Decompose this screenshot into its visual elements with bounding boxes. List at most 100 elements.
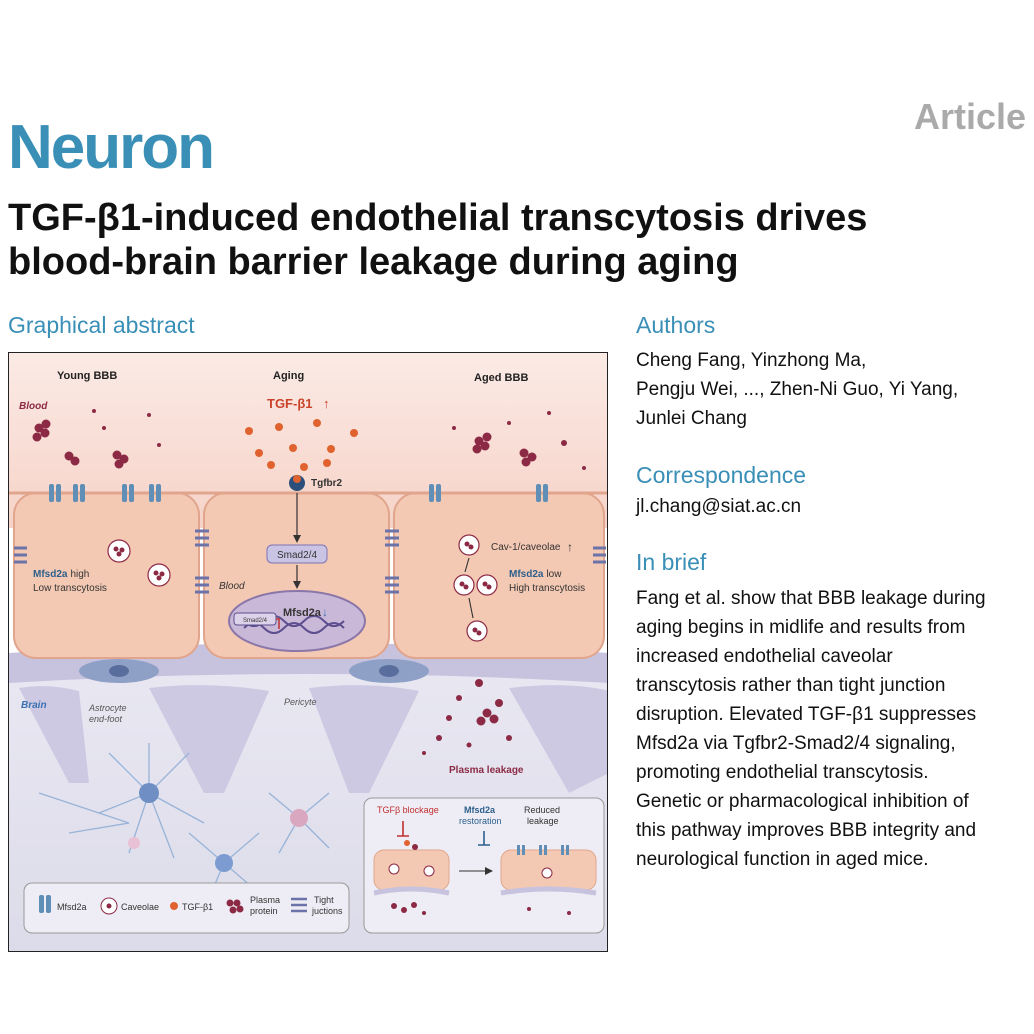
plasma-proteins-leaked	[422, 679, 512, 755]
plasma-proteins-blood	[32, 409, 586, 470]
legend-mfsd2a-icon	[39, 895, 44, 913]
legend-caveolae: Caveolae	[121, 902, 159, 912]
journal-logo: Neuron	[8, 113, 215, 182]
inset-reduced-1: Reduced	[524, 805, 560, 815]
authors-line-2: Pengju Wei, ..., Zhen-Ni Guo, Yi Yang,	[636, 379, 959, 400]
in-brief-line: Genetic or pharmacological inhibition of	[636, 791, 969, 812]
inset-tgfb-blockage: TGFβ blockage	[377, 805, 439, 815]
inset-tgf-particle	[404, 840, 410, 846]
authors-line-1: Cheng Fang, Yinzhong Ma,	[636, 350, 867, 371]
graphical-abstract-figure: Smad2/4 Mfsd2a ↓ Smad2/4 Tgfbr2	[9, 353, 607, 951]
nucleus	[228, 590, 366, 652]
legend-mfsd2a-icon-2	[46, 895, 51, 913]
caveolae-cargo	[113, 541, 492, 636]
smad-small-label: Smad2/4	[243, 618, 268, 624]
in-brief-line: aging begins in midlife and results from	[636, 617, 966, 638]
legend-tight-2: juctions	[311, 906, 343, 916]
in-brief-line: increased endothelial caveolar	[636, 646, 893, 667]
legend-panel	[23, 882, 350, 934]
low-transcytosis-label: Low transcytosis	[33, 583, 107, 594]
in-brief-line: disruption. Elevated TGF-β1 suppresses	[636, 704, 977, 725]
in-brief-line: neurological function in aged mice.	[636, 849, 929, 870]
inset-vesicle-1	[388, 863, 400, 875]
astrocyte-soma-1	[139, 783, 159, 803]
smad-label: Smad2/4	[277, 550, 317, 561]
inset-block-symbol-1	[397, 821, 409, 837]
title-line-1: TGF-β1-induced endothelial transcytosis …	[8, 197, 868, 239]
cav1-up-arrow: ↑	[567, 540, 573, 554]
mfsd2a-nucleus-label: Mfsd2a	[283, 607, 322, 619]
cav1-label: Cav-1/caveolae	[491, 542, 561, 553]
article-type-label: Article	[913, 96, 1026, 137]
inset-basement-1	[373, 886, 450, 896]
dna-helix	[243, 622, 345, 634]
correspondence-email[interactable]: jl.chang@siat.ac.cn	[636, 496, 802, 517]
transcytosis-arrows	[464, 557, 474, 619]
astrocyte-endfoot-4	[509, 685, 607, 793]
tgfb1-particles	[245, 419, 358, 471]
brain-label: Brain	[21, 700, 47, 711]
title-line-2: blood-brain barrier leakage during aging	[8, 241, 739, 283]
legend-tgfb1-icon	[170, 902, 178, 910]
inset-plasma-particle	[412, 844, 418, 850]
repression-mark	[276, 618, 280, 629]
mfsd2a-transporters	[49, 484, 548, 502]
pericyte-right-nucleus	[379, 665, 399, 677]
signal-arrowhead-1	[293, 535, 301, 543]
in-brief-line: Fang et al. show that BBB leakage during	[636, 588, 986, 609]
high-transcytosis-label: High transcytosis	[509, 583, 585, 594]
legend-plasma-1: Plasma	[250, 895, 280, 905]
graphical-abstract-heading: Graphical abstract	[8, 312, 195, 338]
col-young-label: Young BBB	[57, 370, 117, 382]
legend-plasma-2: protein	[250, 906, 278, 916]
inset-reduced-2: leakage	[527, 816, 559, 826]
in-brief-line: Mfsd2a via Tgfbr2-Smad2/4 signaling,	[636, 733, 956, 754]
in-brief-line: this pathway improves BBB integrity and	[636, 820, 977, 841]
in-brief-heading: In brief	[636, 549, 707, 575]
legend-tight-1: Tight	[314, 895, 334, 905]
inset-mfsd2a: Mfsd2a	[464, 805, 496, 815]
tgfb1-bound	[293, 475, 301, 483]
in-brief-line: transcytosis rather than tight junction	[636, 675, 946, 696]
tight-junctions	[14, 529, 606, 594]
inset-vesicle-3	[541, 867, 553, 879]
legend-caveolae-cargo	[106, 903, 112, 909]
signal-arrowhead-2	[293, 581, 301, 589]
astrocyte-endfoot-2	[149, 685, 269, 793]
inset-cell-before	[373, 849, 450, 891]
astrocyte-endfoot-3	[309, 685, 419, 793]
col-aged-label: Aged BBB	[474, 372, 528, 384]
graphical-abstract: Smad2/4 Mfsd2a ↓ Smad2/4 Tgfbr2	[8, 352, 608, 952]
endothelial-cell-aged	[393, 492, 605, 659]
astrocyte-label-2: end-foot	[89, 714, 123, 724]
microglia-soma	[128, 837, 140, 849]
inset-block-symbol-2	[478, 831, 490, 846]
inset-leak-particles	[391, 902, 571, 915]
pericyte-left-nucleus	[109, 665, 129, 677]
pericyte-label: Pericyte	[284, 697, 317, 707]
astrocytes	[38, 743, 330, 899]
authors-heading: Authors	[636, 312, 716, 338]
correspondence-heading: Correspondence	[636, 462, 807, 488]
tgfb1-up-arrow: ↑	[323, 396, 330, 411]
col-aging-label: Aging	[273, 370, 304, 382]
legend-plasma-icon	[226, 899, 244, 914]
legend-tight-icon	[291, 897, 307, 913]
astrocyte-endfoot-1	[19, 686, 89, 783]
in-brief-line: promoting endothelial transcytosis.	[636, 762, 929, 783]
astrocyte-soma-2	[215, 854, 233, 872]
blood-inner-label: Blood	[219, 581, 245, 592]
plasma-leakage-label: Plasma leakage	[449, 765, 524, 776]
astrocyte-label-1: Astrocyte	[88, 703, 127, 713]
inset-arrowhead	[485, 867, 493, 875]
in-brief-text: Fang et al. show that BBB leakage during…	[636, 584, 986, 874]
mfsd2a-down-arrow: ↓	[322, 605, 328, 619]
legend-mfsd2a: Mfsd2a	[57, 902, 87, 912]
tgfbr2-label: Tgfbr2	[311, 478, 343, 489]
authors-list: Cheng Fang, Yinzhong Ma, Pengju Wei, ...…	[636, 346, 958, 433]
inset-restoration: restoration	[459, 816, 502, 826]
legend-tgfb1: TGF-β1	[182, 902, 213, 912]
neuron-soma	[290, 809, 308, 827]
